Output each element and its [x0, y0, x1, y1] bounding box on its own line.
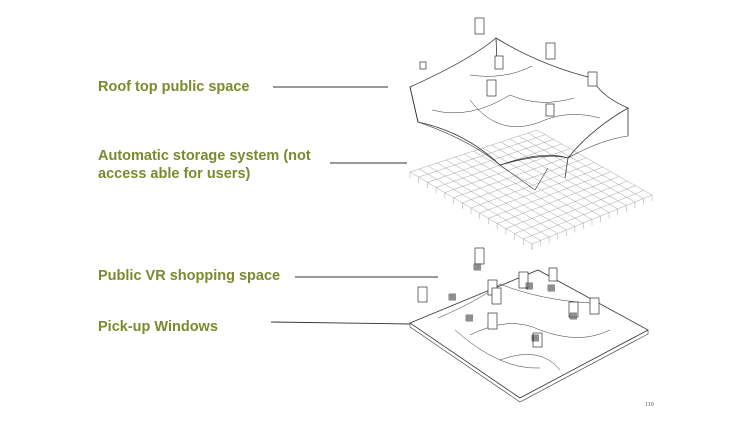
label-roof-top-public-space: Roof top public space — [98, 79, 250, 95]
leader-lines — [270, 86, 438, 325]
pickup-window-marks — [448, 263, 577, 342]
label-storage-line-1: Automatic storage system (not — [98, 148, 311, 164]
label-storage-line-2: access able for users) — [98, 166, 251, 182]
storage-grid — [409, 129, 653, 250]
leader-pickup — [270, 321, 411, 325]
label-vr-shopping-space: Public VR shopping space — [98, 268, 281, 284]
roof-boxes — [419, 17, 598, 117]
shopping-boxes — [417, 247, 600, 348]
page-number: 119 — [645, 402, 654, 408]
roof-canopy — [409, 37, 629, 191]
label-pickup-windows: Pick-up Windows — [98, 319, 218, 335]
shopping-slab — [409, 269, 649, 403]
